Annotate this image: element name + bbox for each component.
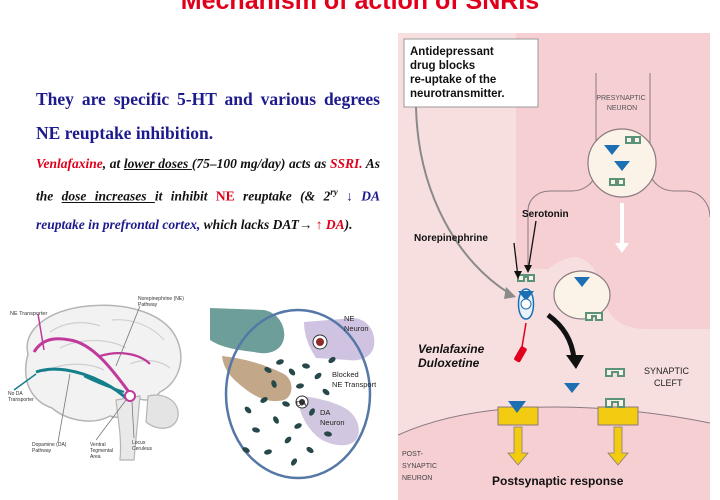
callout-arrowhead bbox=[504, 287, 516, 299]
response-arrow-right bbox=[607, 426, 629, 466]
postsynaptic-neuron-label: POST- SYNAPTIC NEURON bbox=[402, 451, 439, 482]
inhibition-stem bbox=[521, 322, 527, 348]
serotonin-label: Serotonin bbox=[522, 209, 569, 220]
ne-pathway-branch bbox=[99, 352, 151, 365]
dose-increases-term: dose increases bbox=[61, 188, 155, 204]
inhibition-bar bbox=[514, 346, 527, 363]
da-transporter-icon bbox=[295, 395, 309, 409]
vesicle-serotonin-2 bbox=[614, 161, 630, 171]
dopamine-leader bbox=[57, 373, 71, 443]
drug-names: Venlafaxine Duloxetine bbox=[418, 342, 488, 370]
ne-neuron-label: NE Neuron bbox=[344, 314, 369, 333]
lower-doses-term: lower doses bbox=[123, 156, 192, 171]
brain-pathway-diagram: NE Transporter Norepinephrine (NE) Pathw… bbox=[8, 296, 185, 461]
blocked-ne-transport-label: Blocked NE Transport bbox=[332, 370, 377, 389]
no-da-transporter-label: No DA Transporter bbox=[8, 391, 34, 403]
norepinephrine-arrowhead bbox=[514, 271, 522, 279]
brain-gyri bbox=[43, 319, 171, 373]
da-neuron-label: DA Neuron bbox=[320, 408, 345, 427]
receptor-right bbox=[597, 406, 639, 426]
synaptic-cleft-ellipse bbox=[224, 308, 372, 480]
response-arrow-left bbox=[507, 426, 529, 466]
ne-term: NE bbox=[215, 188, 235, 204]
postsynaptic-response-label: Postsynaptic response bbox=[492, 474, 624, 488]
releasing-serotonin bbox=[574, 277, 590, 287]
synapse-illustration: NE Neuron Blocked NE Transport DA DA Neu… bbox=[210, 308, 377, 480]
cerebellum bbox=[145, 394, 179, 429]
locus-ceruleus-marker bbox=[124, 390, 136, 402]
neurotransmitter-molecules bbox=[242, 356, 336, 466]
da-neuron-terminal bbox=[300, 396, 359, 446]
ventral-leader bbox=[95, 399, 127, 441]
da-transporter-arrow bbox=[13, 373, 37, 391]
da-reuptake-term: ↓ DA reuptake in prefrontal cortex, bbox=[36, 188, 380, 232]
locus-leader bbox=[131, 401, 135, 439]
receptor-left-serotonin bbox=[508, 401, 526, 413]
body-text: it inhibit bbox=[154, 188, 216, 204]
ry-superscript: ry bbox=[330, 187, 338, 197]
postsynaptic-membrane bbox=[398, 406, 710, 436]
ssri-term: SSRI. bbox=[329, 156, 363, 171]
cleft-serotonin bbox=[564, 383, 580, 393]
brainstem bbox=[115, 395, 141, 461]
ne-pathway-leader bbox=[115, 305, 141, 367]
body-text: which lacks DAT→ bbox=[200, 216, 316, 232]
transporter-core bbox=[520, 298, 532, 310]
body-text: As the bbox=[36, 156, 381, 204]
serotonin-arrowhead bbox=[524, 265, 532, 273]
snri-mechanism-diagram: Antidepressant drug blocks re-uptake of … bbox=[398, 33, 710, 500]
synaptic-cleft-label: SYNAPTIC CLEFT bbox=[644, 366, 692, 388]
body-text: ). bbox=[344, 216, 353, 232]
da-increase-term: ↑ DA bbox=[315, 216, 345, 232]
body-paragraph: Venlafaxine, at lower doses (75–100 mg/d… bbox=[36, 150, 380, 239]
presynaptic-label: PRESYNAPTIC NEURON bbox=[596, 95, 647, 112]
ne-pathway-label: Norepinephrine (NE) Pathway bbox=[138, 296, 185, 308]
ne-pathway-line bbox=[32, 337, 134, 397]
release-arrowhead bbox=[615, 243, 629, 253]
callout-text: Antidepressant drug blocks re-uptake of … bbox=[410, 46, 505, 100]
vesicle-ne-1 bbox=[609, 178, 625, 186]
ne-transporter-arrow bbox=[37, 313, 45, 351]
norepinephrine-label: Norepinephrine bbox=[414, 233, 488, 244]
body-text: , at bbox=[102, 156, 124, 171]
diffusion-arrow bbox=[546, 312, 577, 360]
headline: They are specific 5-HT and various degre… bbox=[36, 89, 380, 143]
body-text: reuptake (& 2 bbox=[234, 188, 331, 204]
cleft-ne-2 bbox=[605, 368, 625, 377]
ne-transporter-label: NE Transporter bbox=[10, 311, 47, 317]
transporter-ne bbox=[517, 274, 535, 282]
slide-title: Mechanism of action of SNRIs bbox=[180, 0, 540, 15]
vesicle-serotonin-1 bbox=[604, 145, 620, 155]
receptor-right-ne bbox=[605, 398, 625, 408]
diffusion-arrowhead bbox=[566, 355, 584, 369]
locus-ceruleus-label: Locus Ceruleus bbox=[132, 440, 153, 452]
serotonin-arrow bbox=[527, 220, 537, 272]
ventral-tegmental-label: Ventral Tegmental Area bbox=[90, 442, 114, 460]
vesicle-ne-2 bbox=[625, 136, 641, 144]
blocked-transporter-icon bbox=[312, 334, 328, 350]
callout-arrow bbox=[415, 106, 513, 296]
body-text: (75–100 mg/day) acts as bbox=[191, 156, 330, 171]
transporter-serotonin bbox=[518, 291, 534, 301]
releasing-vesicle bbox=[553, 270, 611, 320]
callout-box bbox=[403, 38, 539, 108]
dopamine-pathway-label: Dopamine (DA) Pathway bbox=[32, 442, 68, 454]
venlafaxine-term: Venlafaxine bbox=[36, 156, 103, 171]
tan-neuron-process bbox=[222, 356, 292, 402]
ne-neuron-terminal bbox=[304, 318, 375, 361]
postsynaptic-neuron bbox=[398, 407, 710, 500]
da-pathway-branch bbox=[83, 375, 125, 394]
da-label: DA bbox=[296, 399, 306, 408]
cleft-ne-1 bbox=[585, 312, 603, 321]
